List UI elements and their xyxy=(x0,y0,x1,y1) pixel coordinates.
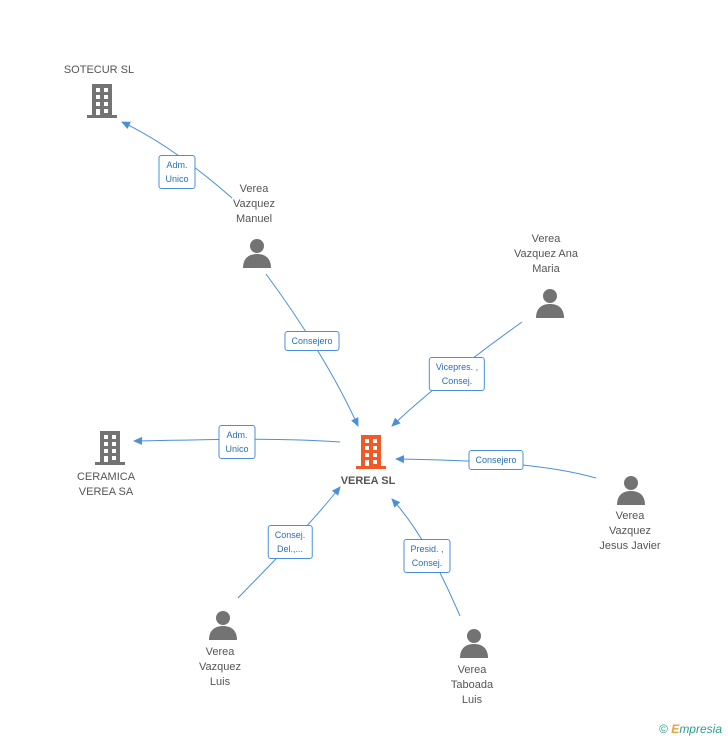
brand-initial: E xyxy=(671,722,680,736)
node-label-jesus[interactable]: Verea Vazquez Jesus Javier xyxy=(599,510,661,552)
edge-label-consejero-jesus[interactable]: Consejero xyxy=(468,450,524,470)
person-icon[interactable] xyxy=(242,238,272,268)
edge-label-vicepres-ana[interactable]: Vicepres. , Consej. xyxy=(428,357,486,391)
edge-label-consejero-manuel[interactable]: Consejero xyxy=(284,331,340,351)
person-icon[interactable] xyxy=(616,475,646,505)
node-label-ana[interactable]: Verea Vazquez Ana Maria xyxy=(513,233,578,275)
node-label-manuel[interactable]: Verea Vazquez Manuel xyxy=(233,183,275,225)
edge-label-adm-unico-sotecur[interactable]: Adm. Unico xyxy=(158,155,196,189)
person-icon[interactable] xyxy=(208,610,238,640)
empresia-logo[interactable]: © Empresia xyxy=(659,722,722,736)
person-icon[interactable] xyxy=(459,628,489,658)
edge-label-presid-luis-taboada[interactable]: Presid. , Consej. xyxy=(403,539,451,573)
node-label-sotecur[interactable]: SOTECUR SL xyxy=(63,64,135,76)
node-label-ceramica[interactable]: CERAMICA VEREA SA xyxy=(76,471,136,498)
node-label-luis-vazquez[interactable]: Verea Vazquez Luis xyxy=(199,646,241,688)
edge-label-consej-del-luis-vazquez[interactable]: Consej. Del.,... xyxy=(267,525,313,559)
edges xyxy=(121,121,597,617)
node-label-luis-taboada[interactable]: Verea Taboada Luis xyxy=(450,664,494,706)
person-icon[interactable] xyxy=(535,288,565,318)
edge-label-adm-unico-ceramica[interactable]: Adm. Unico xyxy=(218,425,256,459)
brand-name: mpresia xyxy=(679,722,722,736)
building-icon[interactable] xyxy=(86,84,118,118)
building-icon[interactable] xyxy=(94,431,126,465)
copyright-icon: © xyxy=(659,722,668,736)
building-icon-main[interactable] xyxy=(355,435,387,469)
node-label-main[interactable]: VEREA SL xyxy=(340,475,396,487)
